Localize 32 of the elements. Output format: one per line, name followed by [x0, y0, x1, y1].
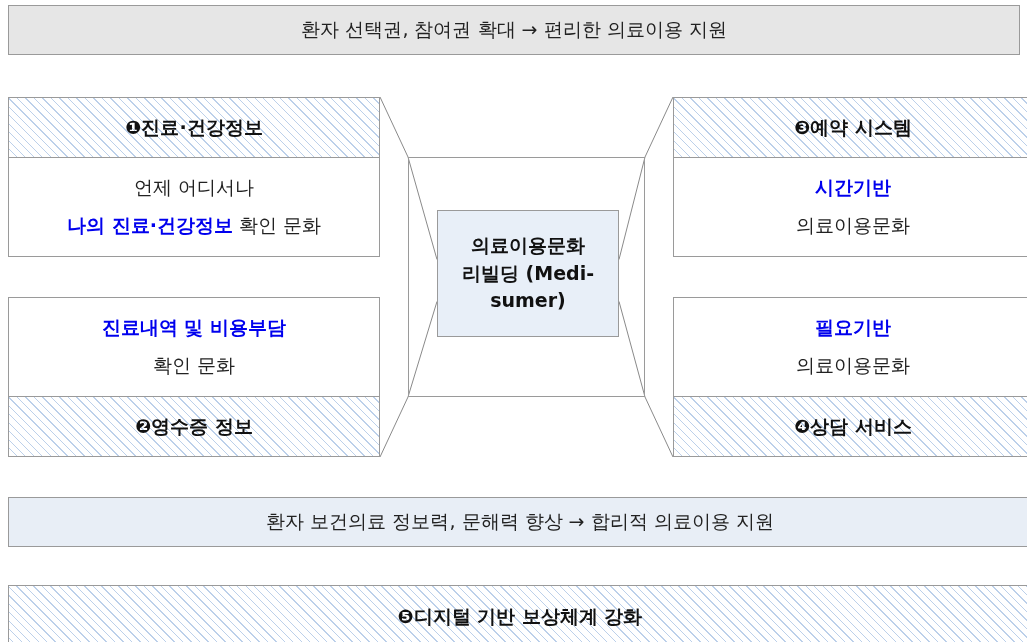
title-banner: [8, 5, 1020, 55]
goal-banner: [8, 497, 1027, 547]
card-text: 확인 문화: [152, 353, 235, 378]
info-card: [8, 297, 380, 457]
connector-line: [407, 156, 438, 261]
info-card: [8, 97, 380, 257]
card-heading: ❹상담 서비스: [794, 413, 912, 439]
card-text: 필요기반: [815, 315, 891, 340]
banner-text: 환자 보건의료 정보력, 문해력 향상 → 합리적 의료이용 지원: [266, 509, 774, 534]
band-heading: ❺디지털 기반 보상체계 강화: [397, 604, 643, 629]
connector-line: [644, 396, 674, 458]
info-card: [673, 97, 1027, 257]
card-text: 의료이용문화: [796, 353, 910, 378]
card-text: 의료이용문화: [796, 213, 910, 238]
card-text: 언제 어디서나: [133, 175, 254, 200]
card-text: 나의 진료·건강정보 확인 문화: [67, 213, 321, 238]
connector-line: [379, 96, 409, 158]
connector-line: [407, 300, 438, 398]
card-text: 진료내역 및 비용부담: [101, 315, 287, 340]
hatched-band: [8, 585, 1027, 642]
center-box: [437, 210, 619, 337]
card-heading: ❸예약 시스템: [794, 114, 912, 140]
card-text: 시간기반: [815, 175, 891, 200]
connector-line: [379, 396, 409, 458]
card-heading: ❶진료·건강정보: [125, 114, 263, 140]
connector-line: [618, 300, 646, 398]
banner-text: 환자 선택권, 참여권 확대 → 편리한 의료이용 지원: [301, 17, 727, 42]
info-card: [673, 297, 1027, 457]
connector-line: [644, 96, 674, 158]
card-heading: ❷영수증 정보: [135, 413, 253, 439]
frame-box: [408, 157, 645, 397]
center-text: 의료이용문화 리빌딩 (Medi-sumer): [460, 233, 596, 314]
